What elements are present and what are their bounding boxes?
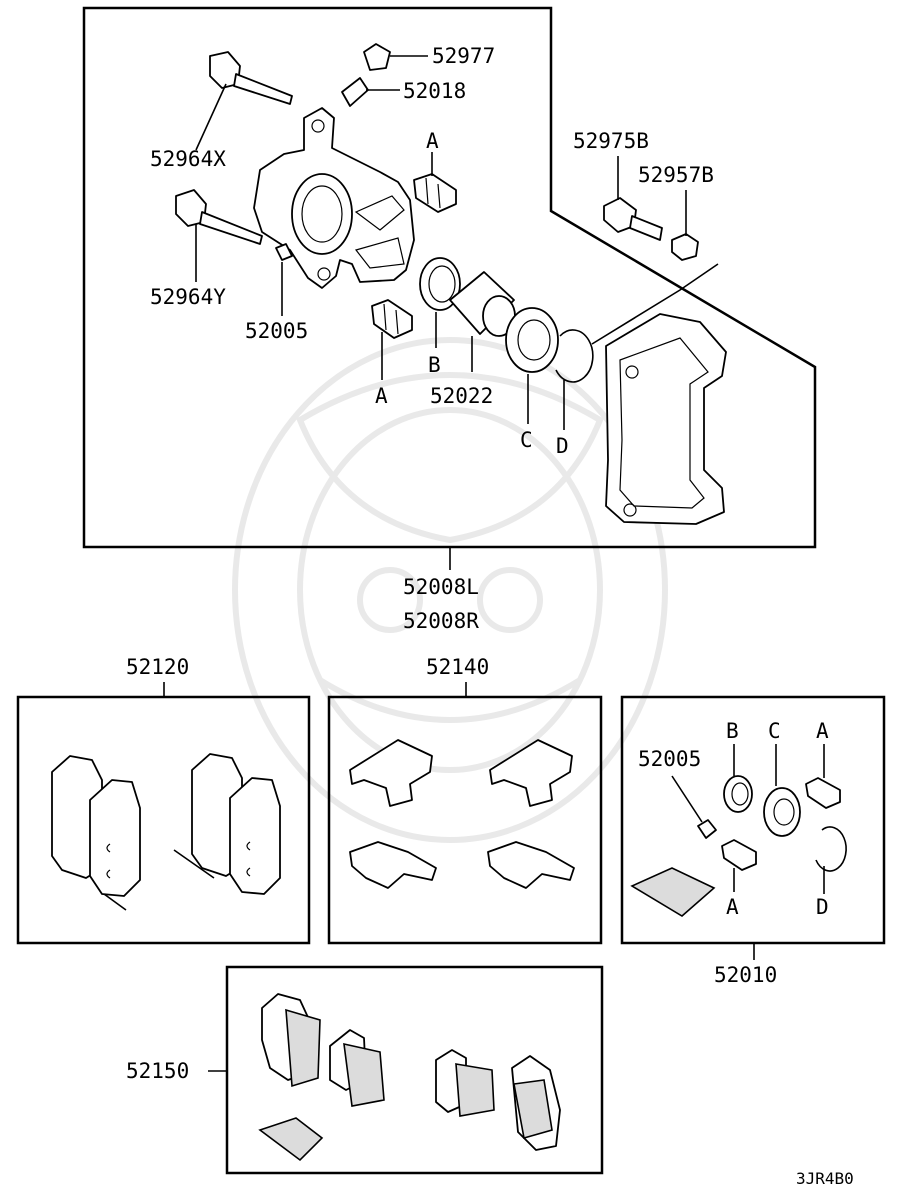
bleeder-screw	[341, 77, 400, 107]
boot-a-lower	[371, 299, 413, 380]
kit-callout-d: D	[816, 895, 829, 919]
label-52957b: 52957B	[638, 163, 714, 187]
label-52120: 52120	[126, 655, 189, 679]
pad-set-frame	[16, 695, 311, 945]
label-52964y: 52964Y	[150, 285, 226, 309]
bracket-nut	[671, 190, 699, 261]
pad-clips	[349, 739, 575, 889]
label-52008l: 52008L	[403, 575, 479, 599]
bracket-leader	[591, 263, 719, 345]
callout-a-lower: A	[375, 384, 388, 408]
caliper-support-bracket	[605, 313, 727, 525]
label-52150: 52150	[126, 1059, 189, 1083]
label-52008r: 52008R	[403, 609, 479, 633]
pad-shims	[258, 993, 561, 1162]
callout-c: C	[520, 428, 533, 452]
seal-kit-parts	[630, 775, 847, 917]
label-52010: 52010	[714, 963, 777, 987]
diagram-code: 3JR4B0	[796, 1169, 854, 1187]
boot-a-upper	[413, 152, 457, 213]
label-52022: 52022	[430, 384, 493, 408]
seal-kit-frame	[620, 695, 886, 945]
callout-a-upper: A	[426, 129, 439, 153]
guide-pin-lower	[175, 189, 263, 282]
piston-boot-c	[505, 307, 559, 424]
kit-callout-c: C	[768, 719, 781, 743]
label-kit-52005: 52005	[638, 747, 701, 771]
label-52005: 52005	[245, 319, 308, 343]
label-52140: 52140	[426, 655, 489, 679]
bushing	[275, 243, 293, 316]
label-52018: 52018	[403, 79, 466, 103]
piston	[449, 271, 516, 372]
caliper-assembly-frame	[82, 6, 817, 549]
bleeder-cap	[363, 43, 428, 71]
callout-b: B	[428, 353, 441, 377]
callout-d: D	[556, 434, 569, 458]
bracket-bolt	[603, 156, 663, 241]
label-52964x: 52964X	[150, 147, 226, 171]
kit-callout-a-bottom: A	[726, 895, 739, 919]
caliper-body	[253, 107, 415, 289]
brake-pads	[51, 753, 281, 911]
seal-ring-b	[419, 257, 461, 348]
label-52977: 52977	[432, 44, 495, 68]
label-52975b: 52975B	[573, 129, 649, 153]
shim-kit-frame	[225, 965, 604, 1175]
kit-callout-b: B	[726, 719, 739, 743]
snap-ring-d	[555, 329, 594, 430]
clip-kit-frame	[327, 695, 603, 945]
kit-callout-a-top: A	[816, 719, 829, 743]
guide-pin-upper	[195, 51, 293, 151]
